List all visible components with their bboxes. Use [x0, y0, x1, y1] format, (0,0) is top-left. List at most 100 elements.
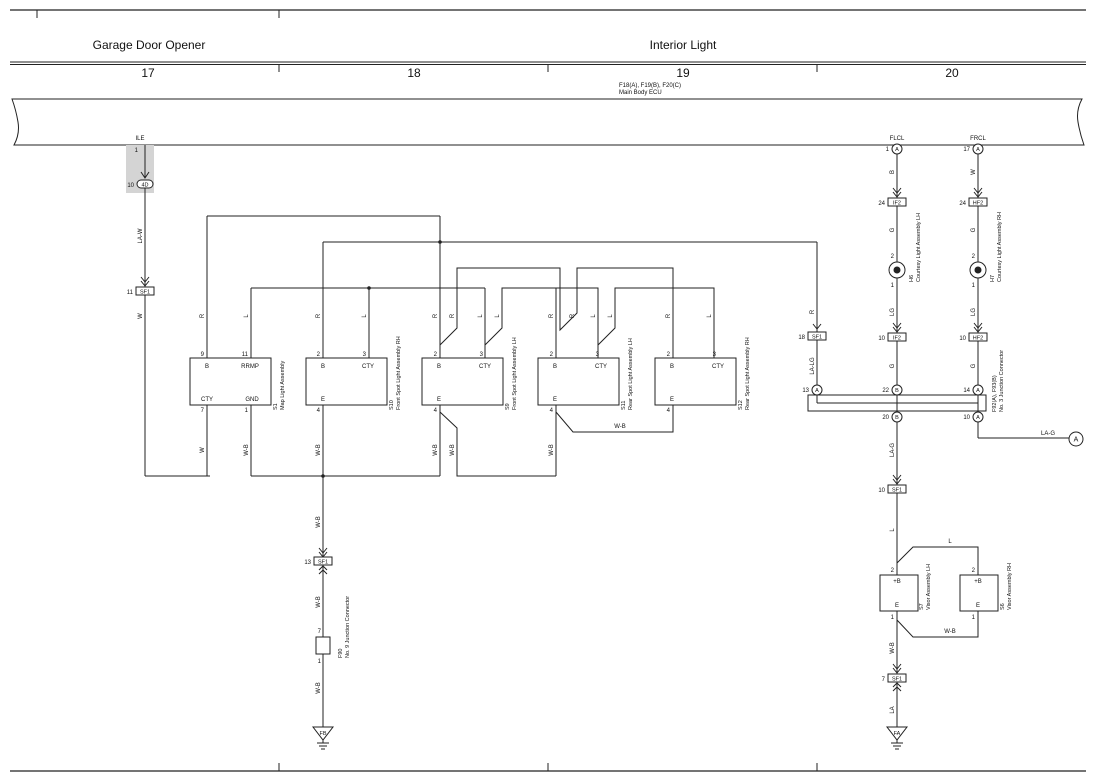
ground-fb-label: FB [319, 731, 326, 737]
connector-sf1-label: SF1 [892, 677, 902, 683]
visor-assembly-rh [959, 574, 999, 612]
pin-label: 24 [878, 201, 885, 207]
column-number-17: 17 [141, 66, 155, 80]
pin-label: 7 [882, 677, 886, 683]
terminal-e: E [321, 397, 325, 403]
pin-label: 13 [304, 560, 311, 566]
terminal-plus-b: +B [974, 579, 982, 585]
connector-4d-label: 4D [141, 183, 148, 189]
connector-arrow [973, 187, 983, 198]
wire-label-l: L [362, 314, 368, 318]
component-name-f90: No. 9 Junction Connector [345, 596, 351, 658]
section-title-interior-light: Interior Light [650, 38, 717, 52]
wire-label-l: L [244, 314, 250, 318]
bulb-icon [974, 266, 982, 274]
connector-arrow [140, 276, 150, 287]
terminal-flcl: FLCL [890, 136, 905, 142]
terminal-e: E [976, 603, 980, 609]
wire-w-b-visor [896, 611, 979, 638]
wire-label-w-b: W-B [450, 444, 456, 456]
pin-label: 20 [882, 415, 889, 421]
map-light-assembly [189, 357, 272, 406]
terminal-e: E [670, 397, 674, 403]
wire-label-w-b: W-B [433, 444, 439, 456]
wire-label-lg: LG [890, 308, 896, 316]
terminal-rrmp: RRMP [241, 364, 259, 370]
wire-label-b: B [890, 170, 896, 174]
wire-label-la: LA [890, 706, 896, 713]
pin-label: 2 [972, 254, 976, 260]
wire-label-la-w: LA-W [138, 228, 144, 243]
front-spot-light-lh [421, 357, 504, 406]
visor-assembly-lh [879, 574, 919, 612]
component-name-s9: Front Spot Light Assembly LH [512, 337, 518, 410]
wire-label-g: G [890, 363, 896, 368]
connector-hf2-label: HF2 [973, 336, 983, 342]
wire-label-w: W [138, 313, 144, 319]
component-code-s12: S12 [738, 400, 744, 410]
connector-arrow [812, 323, 822, 330]
pin-label: 2 [317, 352, 321, 358]
wire-label-r: R [570, 313, 576, 318]
connector-arrow [973, 322, 983, 333]
junction-terminal-label: B [895, 415, 899, 421]
connector-hf2-label: HF2 [973, 201, 983, 207]
component-name-s6: Visor Assembly RH [1007, 563, 1013, 610]
wire-label-r: R [316, 313, 322, 318]
pin-label: 4 [550, 408, 554, 414]
terminal-gnd: GND [245, 397, 259, 403]
terminal-cty: CTY [712, 364, 724, 370]
wire-label-l: L [478, 314, 484, 318]
connector-if2-label: IF2 [893, 201, 901, 207]
wire-label-r: R [433, 313, 439, 318]
pin-label: 1 [891, 283, 895, 289]
component-name-s11: Rear Spot Light Assembly LH [628, 338, 634, 410]
wire-label-l: L [890, 528, 896, 532]
connector-arrow [140, 171, 150, 179]
connector-arrow [892, 322, 902, 333]
pin-label: 7 [201, 408, 205, 414]
pin-label: 1 [245, 408, 249, 414]
terminal-cty: CTY [479, 364, 491, 370]
pin-label: 3 [480, 352, 484, 358]
component-name-s1: Map Light Assembly [280, 361, 286, 410]
wire-label-r: R [810, 309, 816, 314]
wire-label-w-b: W-B [316, 444, 322, 456]
wire-label-r: R [200, 313, 206, 318]
terminal-cty: CTY [362, 364, 374, 370]
pin-label: 3 [596, 352, 600, 358]
main-body-ecu-bar [11, 98, 1085, 146]
component-code-s7: S7 [919, 603, 925, 610]
ecu-connectors: F18(A), F19(B), F20(C) [619, 83, 681, 89]
column-number-20: 20 [945, 66, 959, 80]
component-code-f92: F92(A), F93(B) [992, 375, 998, 412]
wire-label-w: W [971, 169, 977, 175]
pin-label: 2 [972, 568, 976, 574]
pin-label: 10 [878, 488, 885, 494]
wire-label-w: W [200, 447, 206, 453]
pin-label: 22 [882, 388, 889, 394]
pin-label: 10 [127, 183, 134, 189]
junction-terminal-label: A [815, 388, 819, 394]
connector-arrow [892, 663, 902, 674]
terminal-cty: CTY [201, 397, 213, 403]
pin-label: 11 [242, 352, 249, 358]
component-code-s10: S10 [389, 400, 395, 410]
component-name-s7: Visor Assembly LH [926, 564, 932, 610]
component-code-s9: S9 [505, 403, 511, 410]
wire-r-cross [439, 267, 674, 358]
front-spot-light-rh [305, 357, 388, 406]
terminal-b: B [670, 364, 674, 370]
component-code-s11: S11 [621, 401, 627, 410]
ground-fa-icon [885, 726, 909, 741]
terminal-frcl: FRCL [970, 136, 986, 142]
pin-label: 3 [713, 352, 717, 358]
pin-label: 7 [318, 629, 322, 635]
pin-label: 3 [363, 352, 367, 358]
wire-label-w-b: W-B [316, 596, 322, 608]
off-page-connector-a [1068, 431, 1084, 447]
wire-label-w-b: W-B [549, 444, 555, 456]
ground-symbol [317, 740, 329, 750]
junction-terminal-label: B [895, 388, 899, 394]
